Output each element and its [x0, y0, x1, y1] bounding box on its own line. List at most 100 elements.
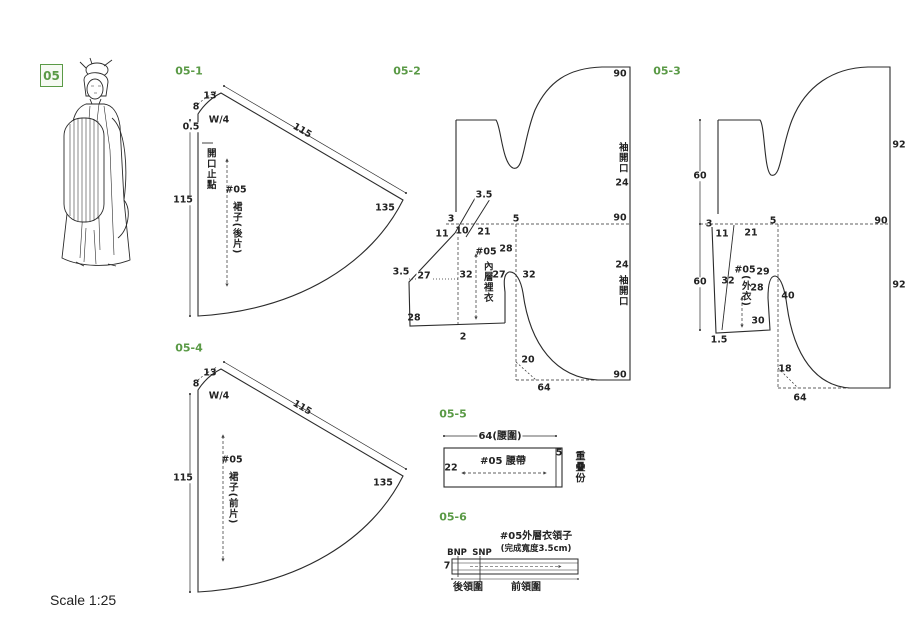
side-length-dimension: [222, 360, 408, 471]
sleeve-hem-label: 64: [793, 392, 807, 404]
shoulder-width-label: 21: [477, 226, 491, 238]
waist-label: 64(腰圍): [477, 431, 523, 442]
waist-formula-label: W/4: [208, 390, 230, 402]
armhole-label: 28: [499, 243, 513, 255]
side-top-label: 8: [192, 378, 200, 390]
hem-width-label: 135: [375, 202, 395, 214]
front-hem-line-label: 27: [416, 270, 432, 282]
skirt-front-outline: [197, 368, 404, 593]
sleeve-top-label: 90: [613, 68, 627, 80]
center-front-label: 32: [458, 269, 474, 281]
waist-guide-curve: [197, 90, 218, 105]
center-front-label: 32: [721, 275, 735, 287]
side-length-label: 32: [522, 269, 536, 281]
outer-garment-outline: [711, 66, 891, 389]
underarm-depth-label: 18: [778, 363, 792, 375]
collar-width-label: 7: [443, 560, 451, 572]
hem-drop-label: 1.5: [710, 334, 728, 346]
center-length-label: 115: [172, 194, 194, 206]
waist-formula-label: W/4: [208, 114, 230, 126]
piece-code-label: #05: [221, 454, 243, 466]
front-neck-label: 11: [715, 228, 729, 240]
panel-05-3-drawing: [698, 66, 891, 389]
neck: [89, 98, 102, 105]
sleeve-stripes: [69, 118, 99, 222]
collar-piece-label: #05外層衣領子: [499, 531, 573, 542]
waistband-outline: [443, 447, 563, 488]
neck-drop-label: 3: [447, 213, 455, 225]
underarm-depth-guide: [777, 367, 799, 389]
opening-stop-label: 開口止點: [204, 148, 216, 190]
sleeve-opening-lower-length: 24: [615, 259, 629, 271]
sleeve-back-outline: [456, 66, 631, 381]
sleeve-upper-label: 92: [892, 139, 906, 151]
hem-width-label: 30: [751, 315, 765, 327]
sleeve-opening-upper-length: 24: [615, 177, 629, 189]
side-top-label: 8: [192, 101, 200, 113]
upper-length-label: 60: [692, 170, 708, 182]
armhole-label: 28: [750, 282, 764, 294]
collar-overlap-line: [721, 224, 735, 331]
underarm-depth-label: 20: [521, 354, 535, 366]
sleeve-mid-label: 90: [613, 212, 627, 224]
piece-name-label: 內層裡衣: [481, 261, 493, 303]
sleeve-hem-label: 64: [537, 382, 551, 394]
lower-length-label: 60: [692, 276, 708, 288]
front-neck-label: 前領圍: [511, 582, 541, 593]
face: [86, 78, 104, 100]
panel-title-05-4: 05-4: [175, 341, 203, 355]
scale-label: Scale 1:25: [50, 592, 117, 608]
snp-label: SNP: [472, 547, 492, 558]
panel-05-1-drawing: [188, 84, 408, 318]
figure-tag: 05: [40, 64, 63, 87]
side-length-label: 40: [781, 290, 795, 302]
piece-code-label: #05: [475, 246, 497, 258]
right-sleeve: [111, 117, 129, 239]
shoulder-offset-label: 5: [769, 215, 777, 227]
bnp-label: BNP: [447, 547, 467, 558]
panel-title-05-5: 05-5: [439, 407, 467, 421]
panel-title-05-1: 05-1: [175, 64, 203, 78]
back-neck-label: 後領圍: [453, 582, 483, 593]
feet: [75, 261, 117, 267]
front-bodice-outline: [408, 232, 506, 327]
collar-width-label: 10: [455, 225, 469, 237]
piece-name-label: 裙子(前片): [226, 471, 238, 525]
collar-note-label: (完成寬度3.5cm): [500, 543, 572, 554]
panel-05-2-drawing: [408, 66, 631, 381]
panel-title-05-2: 05-2: [393, 64, 421, 78]
panel-title-05-6: 05-6: [439, 510, 467, 524]
sleeve-bottom-label: 90: [613, 369, 627, 381]
sleeve-opening-upper-label: 袖開口: [616, 142, 628, 174]
piece-code-label: #05: [734, 264, 756, 276]
shoulder-offset-label: 5: [512, 213, 520, 225]
panel-title-05-3: 05-3: [653, 64, 681, 78]
side-seam-label: 27: [492, 269, 506, 281]
side-seam-label: 29: [756, 266, 770, 278]
waistband-width-label: 5: [555, 447, 563, 459]
waistband-length-label: 22: [444, 462, 458, 474]
hem-width-label: 135: [373, 477, 393, 489]
piece-code-label: #05: [225, 184, 247, 196]
center-length-label: 115: [172, 472, 194, 484]
underarm-depth-guide: [515, 361, 537, 381]
side-extension-label: 3.5: [392, 266, 410, 278]
waist-arc-label: 13: [203, 367, 217, 379]
shoulder-width-label: 21: [744, 227, 758, 239]
panel-05-6-drawing: [451, 556, 579, 582]
face-features: [91, 85, 101, 94]
hem-width-label: 28: [407, 312, 421, 324]
lady-figure-illustration: [61, 57, 131, 267]
overlap-label: 重疊份: [573, 450, 584, 484]
sleeve-mid-label: 90: [874, 215, 888, 227]
waist-arc-label: 13: [203, 90, 217, 102]
piece-name-label: (外衣): [739, 275, 751, 307]
waist-guide-curve: [197, 366, 218, 381]
collar-outline: [451, 558, 579, 575]
skirt-back-outline: [197, 92, 404, 317]
collar-top-label: 3.5: [474, 189, 494, 201]
piece-name-label: 裙子(後片): [230, 201, 242, 255]
panel-05-4-drawing: [188, 360, 408, 594]
